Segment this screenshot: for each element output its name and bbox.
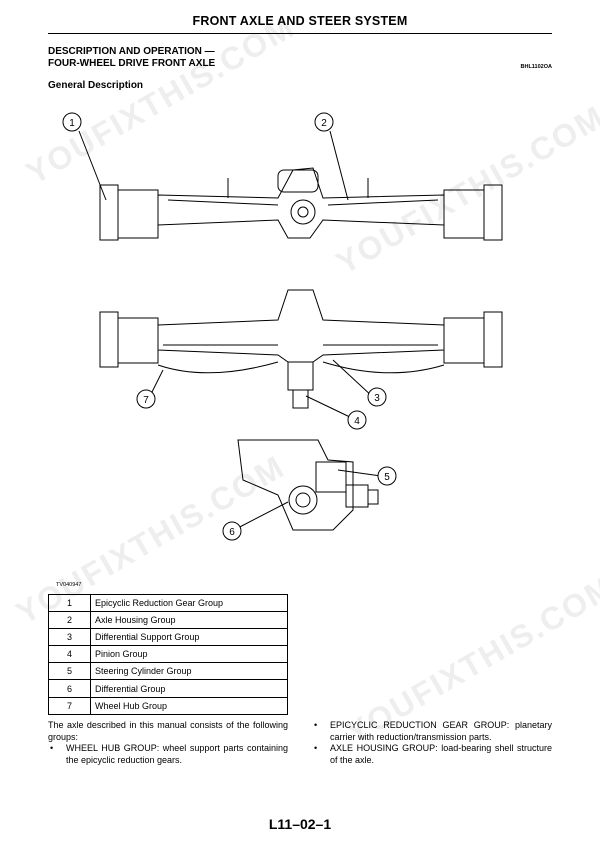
- document-id: BHL1102OA: [520, 64, 553, 70]
- bullet-text: WHEEL HUB GROUP: wheel support parts con…: [66, 743, 288, 765]
- bullet-icon: •: [314, 720, 318, 730]
- callout-6: [222, 521, 242, 541]
- section-title-line2: FOUR-WHEEL DRIVE FRONT AXLE: [48, 58, 216, 69]
- callout-label-3: 3: [374, 393, 380, 404]
- table-cell-num: 3: [48, 628, 91, 647]
- table-cell-num: 7: [48, 696, 91, 715]
- table-cell-label: Steering Cylinder Group: [90, 662, 288, 681]
- callout-label-1: 1: [69, 118, 75, 129]
- table-cell-label: Differential Support Group: [90, 628, 288, 647]
- axle-middle-view: [99, 289, 503, 409]
- callout-label-4: 4: [354, 416, 360, 427]
- table-cell-label: Axle Housing Group: [90, 611, 288, 630]
- list-item: • EPICYCLIC REDUCTION GEAR GROUP: planet…: [312, 720, 552, 743]
- list-item: • WHEEL HUB GROUP: wheel support parts c…: [48, 743, 288, 766]
- table-cell-label: Wheel Hub Group: [90, 696, 288, 715]
- subheading: General Description: [48, 80, 144, 91]
- table-cell-num: 1: [48, 593, 91, 613]
- callout-7: [136, 389, 156, 409]
- callout-3: [367, 387, 387, 407]
- callout-label-6: 6: [229, 527, 235, 538]
- bullet-icon: •: [314, 743, 318, 753]
- axle-top-view: [99, 167, 503, 241]
- section-title: DESCRIPTION AND OPERATION — FOUR-WHEEL D…: [48, 46, 215, 70]
- leader-lines: [78, 130, 382, 532]
- table-cell-label: Pinion Group: [90, 645, 288, 664]
- table-cell-num: 6: [48, 679, 91, 698]
- table-cell-num: 5: [48, 662, 91, 681]
- body-column-left: The axle described in this manual consis…: [48, 720, 288, 766]
- bullet-text: EPICYCLIC REDUCTION GEAR GROUP: planetar…: [330, 720, 552, 742]
- table-cell-num: 2: [48, 611, 91, 630]
- page-header: FRONT AXLE AND STEER SYSTEM: [192, 14, 408, 28]
- body-column-right: • EPICYCLIC REDUCTION GEAR GROUP: planet…: [312, 720, 552, 766]
- callout-label-5: 5: [384, 472, 390, 483]
- axle-figure: 1 2 3 4 5 6 7: [62, 112, 503, 541]
- differential-detail: [237, 439, 379, 531]
- section-title-line1: DESCRIPTION AND OPERATION —: [48, 46, 215, 57]
- list-item: • AXLE HOUSING GROUP: load-bearing shell…: [312, 743, 552, 766]
- table-cell-label: Epicyclic Reduction Gear Group: [90, 593, 288, 613]
- callout-5: [377, 466, 397, 486]
- intro-paragraph: The axle described in this manual consis…: [48, 720, 288, 742]
- header-rule: [48, 33, 552, 34]
- callout-label-7: 7: [143, 395, 149, 406]
- callout-2: [314, 112, 334, 132]
- table-cell-label: Differential Group: [90, 679, 288, 698]
- callout-1: [62, 112, 82, 132]
- bullet-text: AXLE HOUSING GROUP: load-bearing shell s…: [330, 743, 552, 765]
- figure-id: TV040947: [56, 582, 82, 588]
- bullet-icon: •: [50, 743, 54, 753]
- page-number: L11–02–1: [268, 816, 332, 832]
- table-cell-num: 4: [48, 645, 91, 664]
- callout-label-2: 2: [321, 118, 327, 129]
- callout-4: [347, 410, 367, 430]
